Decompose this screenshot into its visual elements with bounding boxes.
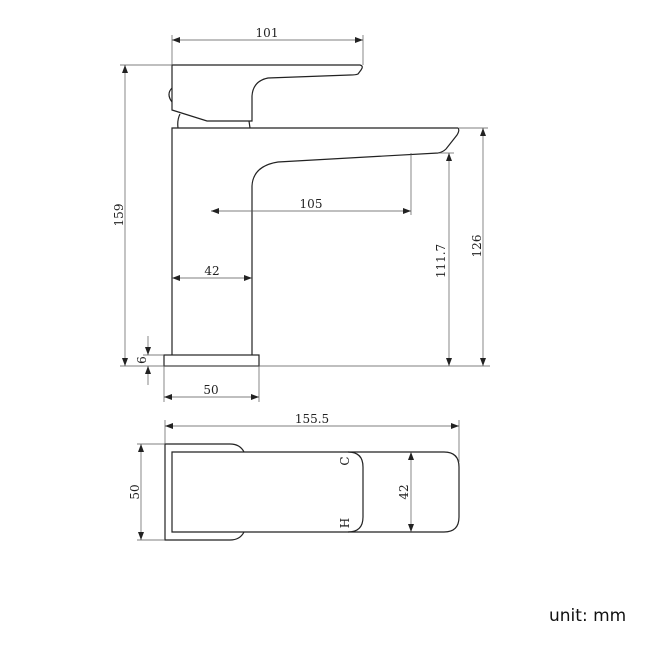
- dim-total-height: 159: [112, 204, 126, 227]
- dim-base-thickness: 6: [135, 356, 149, 364]
- base-plate: [163, 354, 260, 367]
- top-dimensions: 155.5 50 42: [128, 412, 460, 541]
- dim-spout-width: 42: [397, 484, 411, 499]
- dim-base-width: 50: [203, 383, 218, 397]
- spout-body-outline: [171, 127, 460, 355]
- spout-outline-top: [348, 451, 460, 533]
- dim-body-width: 42: [204, 264, 219, 278]
- unit-label: unit: mm: [549, 606, 627, 626]
- dim-spout-outlet-height: 111.7: [434, 244, 448, 278]
- dim-top-base-width: 50: [128, 484, 142, 499]
- side-dimensions: 101 159 105 42 111.7 126 6 50: [112, 26, 490, 402]
- handle-outline: [171, 64, 363, 122]
- dim-spout-reach: 105: [300, 197, 323, 211]
- hot-label: H: [338, 518, 352, 528]
- dim-handle-length: 101: [256, 26, 279, 40]
- dim-body-height: 126: [470, 235, 484, 258]
- handle-dome: [177, 113, 251, 129]
- handle-pivot: [168, 87, 173, 103]
- base-outline-top: [164, 443, 245, 541]
- side-view: [163, 64, 460, 367]
- top-view: C H: [164, 443, 460, 541]
- dim-total-length: 155.5: [295, 412, 329, 426]
- cold-label: C: [338, 456, 352, 465]
- handle-outline-top: [171, 451, 364, 533]
